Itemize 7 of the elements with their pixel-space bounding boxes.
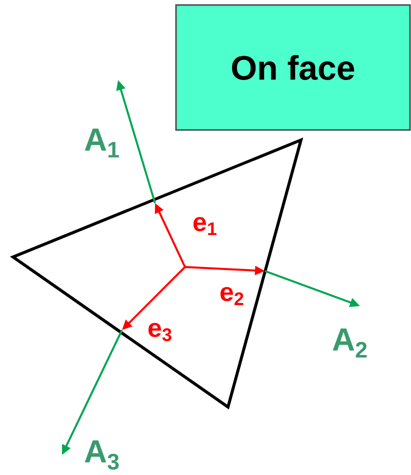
vector-label: e$_{2}$ bbox=[220, 286, 244, 306]
vector-label: e$_{1}$ bbox=[193, 217, 217, 235]
vector-label: A$_{3}$ bbox=[84, 440, 119, 470]
vector-label: A$_{1}$ bbox=[84, 128, 119, 158]
title-box: On face bbox=[175, 4, 411, 131]
vector-label: A$_{2}$ bbox=[332, 328, 367, 358]
vector-label: e$_{3}$ bbox=[148, 322, 172, 342]
